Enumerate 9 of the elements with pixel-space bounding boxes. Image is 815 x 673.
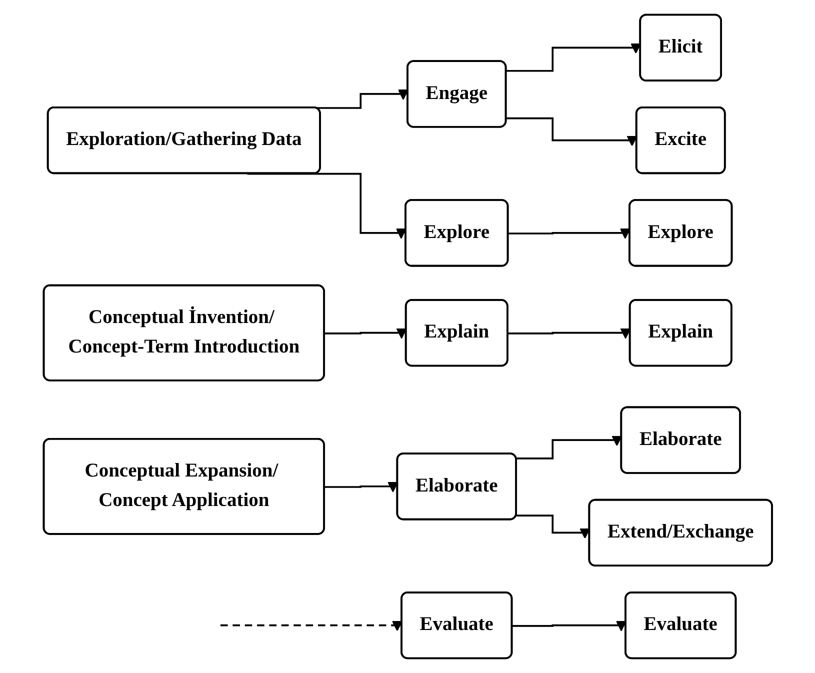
arrow [508,228,630,239]
arrow [506,42,641,72]
arrow [246,172,406,239]
arrow [324,482,398,492]
arrow [516,435,622,460]
arrow [508,328,630,339]
arrow [516,514,590,539]
arrow [512,620,626,632]
arrow [220,620,402,632]
